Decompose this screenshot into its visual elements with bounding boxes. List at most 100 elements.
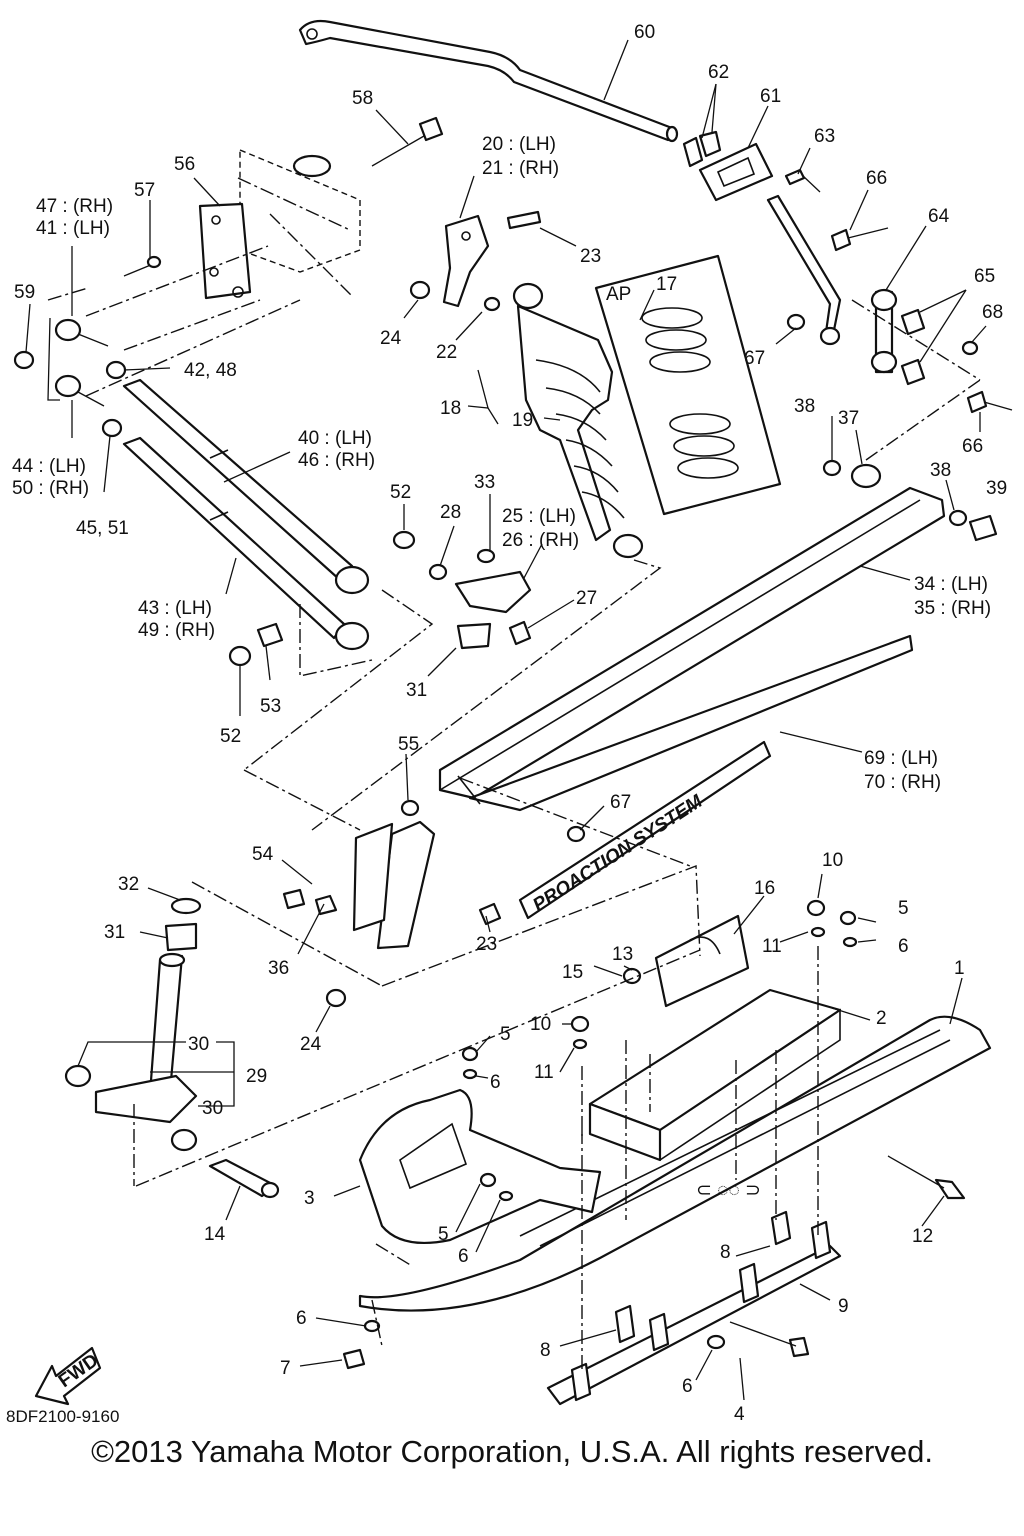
label-17: 17: [656, 274, 677, 295]
rod-bracket-guides: [243, 589, 434, 771]
label-21-rh: 21 : (RH): [482, 158, 559, 179]
diagram-code: 8DF2100-9160: [6, 1407, 120, 1426]
label-59: 59: [14, 282, 35, 303]
label-39: 39: [986, 478, 1007, 499]
label-16: 16: [754, 878, 775, 899]
label-38-top: 38: [794, 396, 815, 417]
label-54: 54: [252, 844, 274, 865]
slide-rail-lower: [457, 634, 914, 812]
mount-bracket: [198, 202, 252, 300]
label-5-mid: 5: [500, 1024, 511, 1045]
ski: ⊂ ◌◌ ⊃: [358, 1015, 992, 1312]
label-37: 37: [838, 408, 859, 429]
stabilizer-bar: [298, 19, 679, 143]
label-24-top: 24: [380, 328, 402, 349]
slide-rail: [438, 379, 998, 800]
frame-mount-ghost: [237, 148, 361, 297]
label-23-top: 23: [580, 246, 601, 267]
label-7: 7: [280, 1358, 291, 1379]
rod-end-lower: [54, 374, 123, 438]
label-4: 4: [734, 1404, 745, 1425]
label-9: 9: [838, 1296, 849, 1317]
label-25-lh: 25 : (LH): [502, 506, 576, 527]
label-6-ski: 6: [296, 1308, 307, 1329]
pivot-bolt: [371, 116, 444, 167]
label-31-top: 31: [406, 680, 427, 701]
label-70-rh: 70 : (RH): [864, 772, 941, 793]
label-24-bottom: 24: [300, 1034, 322, 1055]
label-23-bottom: 23: [476, 934, 497, 955]
label-69-lh: 69 : (LH): [864, 748, 938, 769]
label-12: 12: [912, 1226, 933, 1247]
bracket-plate: [698, 142, 774, 202]
assembly-guides: [47, 245, 981, 1370]
label-56: 56: [174, 154, 195, 175]
label-22: 22: [436, 342, 457, 363]
label-20-lh: 20 : (LH): [482, 134, 556, 155]
link-bushings: [900, 308, 979, 386]
label-61: 61: [760, 86, 781, 107]
label-18: 18: [440, 398, 461, 419]
label-53: 53: [260, 696, 281, 717]
label-35-rh: 35 : (RH): [914, 598, 991, 619]
label-42-48: 42, 48: [184, 360, 237, 381]
wear-bar: [546, 1244, 842, 1406]
shock-absorber: [512, 282, 644, 559]
label-38-right: 38: [930, 460, 951, 481]
shock-bracket: [409, 210, 542, 312]
label-34-lh: 34 : (LH): [914, 574, 988, 595]
spindle-housing: [282, 799, 586, 1008]
rod-end-upper: [13, 318, 127, 380]
label-57: 57: [134, 180, 155, 201]
label-31-bottom: 31: [104, 922, 125, 943]
label-50-rh: 50 : (RH): [12, 478, 89, 499]
label-68: 68: [982, 302, 1003, 323]
label-26-rh: 26 : (RH): [502, 530, 579, 551]
label-29: 29: [246, 1066, 267, 1087]
label-67-top: 67: [744, 348, 765, 369]
label-65: 65: [974, 266, 995, 287]
label-15: 15: [562, 962, 583, 983]
label-6-right: 6: [898, 936, 909, 957]
label-11-bottom: 11: [534, 1062, 554, 1083]
label-14: 14: [204, 1224, 226, 1245]
mount-nuts: [461, 899, 858, 1202]
spacer-tube: [208, 1158, 280, 1199]
label-5-right: 5: [898, 898, 909, 919]
label-43-lh: 43 : (LH): [138, 598, 212, 619]
label-6-left: 6: [458, 1246, 469, 1267]
stabilizer-link: [766, 194, 898, 374]
svg-text:⊂ ◌◌ ⊃: ⊂ ◌◌ ⊃: [696, 1180, 761, 1201]
label-6-bottom: 6: [682, 1376, 693, 1397]
part-labels: 60 62 61 63 66 64 65 68 67 66 58 56 57 4…: [12, 22, 1007, 1425]
label-55: 55: [398, 734, 419, 755]
label-32: 32: [118, 874, 139, 895]
label-1: 1: [954, 958, 965, 979]
label-30-bottom: 30: [202, 1098, 223, 1119]
label-63: 63: [814, 126, 835, 147]
label-11-top: 11: [762, 936, 782, 957]
label-8-right: 8: [720, 1242, 731, 1263]
label-44-lh: 44 : (LH): [12, 456, 86, 477]
bushing-clips: [682, 130, 722, 168]
rod-eyes: [228, 530, 416, 667]
label-40-lh: 40 : (LH): [298, 428, 372, 449]
ap-spring-box: [594, 254, 782, 516]
label-27: 27: [576, 588, 597, 609]
label-2: 2: [876, 1008, 887, 1029]
label-30-top: 30: [188, 1034, 209, 1055]
rivet: [784, 168, 821, 193]
label-10-top: 10: [822, 850, 843, 871]
label-28: 28: [440, 502, 461, 523]
copyright-notice: ©2013 Yamaha Motor Corporation, U.S.A. A…: [91, 1434, 933, 1469]
label-10-bottom: 10: [530, 1014, 551, 1035]
pin: [123, 255, 162, 277]
label-52-bottom: 52: [220, 726, 241, 747]
label-62: 62: [708, 62, 729, 83]
label-66-bottom: 66: [962, 436, 983, 457]
label-46-rh: 46 : (RH): [298, 450, 375, 471]
label-66-top: 66: [866, 168, 887, 189]
label-6-mid: 6: [490, 1072, 501, 1093]
label-13: 13: [612, 944, 633, 965]
